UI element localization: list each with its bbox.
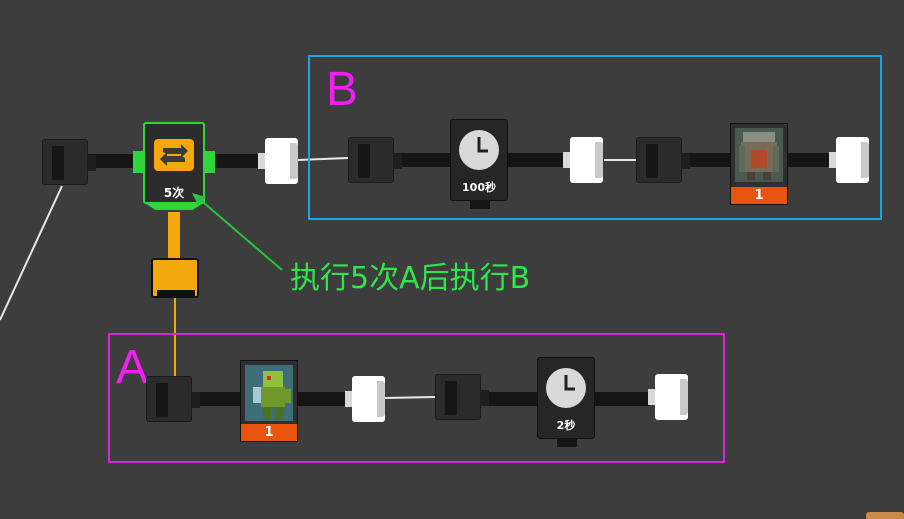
output-plug[interactable] <box>345 376 385 422</box>
unit-card-a[interactable]: 1 <box>240 360 298 442</box>
group-b-label: B <box>326 63 359 116</box>
wire <box>204 154 258 168</box>
wire <box>298 392 348 406</box>
repeat-icon <box>154 139 194 171</box>
group-a-frame <box>108 333 725 463</box>
wire <box>788 153 834 167</box>
timer-label: 2秒 <box>556 419 576 432</box>
timer-node-b[interactable]: 100秒 <box>450 119 508 209</box>
unit-count: 1 <box>241 424 297 441</box>
wire <box>394 153 454 167</box>
loop-connector[interactable] <box>151 258 199 298</box>
wire <box>88 154 140 168</box>
unit-count: 1 <box>731 187 787 204</box>
timer-node-a[interactable]: 2秒 <box>537 357 595 447</box>
timer-label: 100秒 <box>462 181 496 194</box>
group-b-frame <box>308 55 882 220</box>
corner-tab <box>866 512 904 519</box>
input-socket[interactable] <box>42 139 96 185</box>
clock-icon <box>546 368 586 408</box>
output-plug[interactable] <box>648 374 688 420</box>
output-plug[interactable] <box>829 137 869 183</box>
wire <box>192 392 244 406</box>
wire <box>482 392 540 406</box>
input-socket[interactable] <box>636 137 690 183</box>
loop-line <box>174 298 176 376</box>
group-a-label: A <box>116 341 149 394</box>
wire <box>682 153 734 167</box>
input-socket[interactable] <box>146 376 200 422</box>
repeat-count-label: 5次 <box>163 186 185 200</box>
loop-link <box>168 212 180 260</box>
unit-card-b[interactable]: 1 <box>730 123 788 205</box>
clock-icon <box>459 130 499 170</box>
repeat-node[interactable]: 5次 <box>133 122 215 210</box>
zombie-archer-icon <box>245 365 293 421</box>
stone-golem-icon <box>735 128 783 182</box>
output-plug[interactable] <box>563 137 603 183</box>
wire <box>508 153 564 167</box>
output-plug[interactable] <box>258 138 298 184</box>
annotation-text: 执行5次A后执行B <box>290 261 531 296</box>
wire <box>594 392 650 406</box>
input-socket[interactable] <box>348 137 402 183</box>
input-socket[interactable] <box>435 374 489 420</box>
